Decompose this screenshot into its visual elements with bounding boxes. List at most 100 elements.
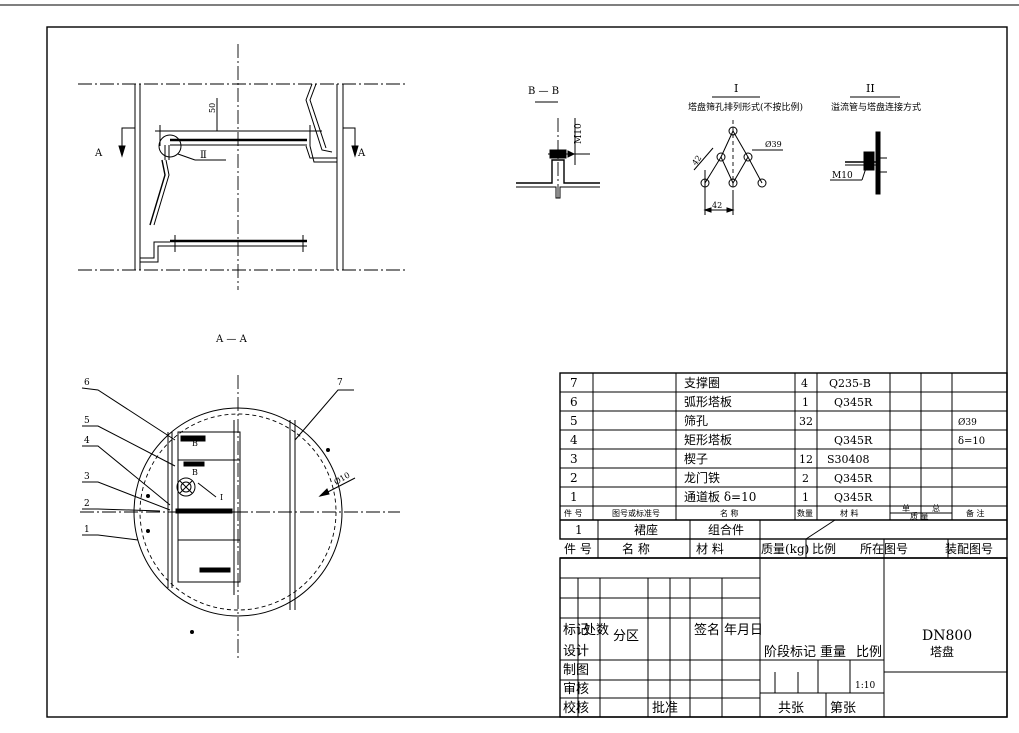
tb-row2-no: 件 号 <box>564 542 592 556</box>
bom-row: 3 楔子 12 S30408 <box>570 452 870 466</box>
rev-date: 年月日 <box>724 623 763 638</box>
bom-row: 6 弧形塔板 1 Q345R <box>570 395 873 409</box>
tb-row2-material: 材 料 <box>696 542 724 556</box>
bom-name: 弧形塔板 <box>684 395 732 409</box>
role-review: 审核 <box>563 682 589 697</box>
bom-qty: 32 <box>799 415 813 428</box>
drawing-subtitle: 塔盘 <box>930 644 954 659</box>
leader-lines <box>81 387 354 541</box>
bom-no: 2 <box>570 471 578 485</box>
bom-header-material: 材 料 <box>840 508 859 518</box>
tb-row1-no: 1 <box>575 523 583 537</box>
bom-row: 7 支撑圈 4 Q235-B <box>570 375 871 390</box>
tb-row1-name: 裙座 <box>634 522 658 537</box>
stage-mark: 阶段标记 <box>764 645 816 660</box>
bom-header-mass: 质 量 <box>910 511 929 521</box>
leader-6: 6 <box>84 378 90 388</box>
ratio-value: 1:10 <box>855 681 875 691</box>
ratio-label: 比例 <box>856 645 882 660</box>
bom-no: 7 <box>570 376 578 390</box>
bom-rows: 7 支撑圈 4 Q235-B 6 弧形塔板 1 Q345R 5 筛孔 32 Ø3… <box>570 375 985 504</box>
bom-header-no: 件 号 <box>564 508 583 518</box>
tb-row2-scale: 比例 <box>812 542 836 556</box>
weight-label: 重量 <box>820 644 846 660</box>
detail-1-label: I <box>734 82 738 95</box>
title-block-rows: 1 裙座 组合件 件 号 名 称 材 料 质量(kg) 比例 所在图号 装配图号 <box>564 522 993 556</box>
bom-row: 2 龙门铁 2 Q345R <box>570 470 873 485</box>
bom-header-unit: 单 <box>902 503 910 513</box>
aa-label: A — A <box>215 334 248 345</box>
bom-qty: 12 <box>799 453 813 466</box>
sheet-number: 第张 <box>830 701 856 716</box>
leader-5: 5 <box>84 416 90 426</box>
leader-2: 2 <box>84 499 90 509</box>
role-approve: 批准 <box>652 701 678 716</box>
rev-mark: 标记 <box>563 623 589 638</box>
bom-name: 楔子 <box>684 452 708 466</box>
leader-4: 4 <box>84 436 90 446</box>
detail-2-label: II <box>866 82 875 95</box>
bom-row: 5 筛孔 32 Ø39 <box>570 413 977 428</box>
bom-no: 3 <box>570 452 578 466</box>
bom-name: 支撑圈 <box>684 375 720 390</box>
bom-header-total: 总 <box>932 503 940 513</box>
leader-1: 1 <box>84 525 90 535</box>
bom-material: S30408 <box>827 453 870 466</box>
tb-row2-name: 名 称 <box>622 541 650 556</box>
bom-qty: 2 <box>802 472 809 485</box>
detail-1-caption: 塔盘筛孔排列形式(不按比例) <box>688 101 803 113</box>
rev-sign: 签名 <box>694 622 720 638</box>
bolt-m10-bb: M10 <box>574 123 584 144</box>
b-mark-mid: B <box>192 468 198 477</box>
bom-material: Q345R <box>834 472 873 485</box>
role-design: 设计 <box>563 644 589 659</box>
front-section-view <box>78 44 405 290</box>
rev-zone: 分区 <box>613 629 639 644</box>
detail-1-dim-42-slant: 42 <box>690 154 703 168</box>
detail-ref-1: I <box>220 493 223 502</box>
bom-table-grid <box>559 372 1008 559</box>
leader-7: 7 <box>337 378 343 388</box>
bom-row: 1 通道板 δ=10 1 Q345R <box>570 490 873 504</box>
tb-row2-assembly-no: 装配图号 <box>945 542 993 556</box>
detail-ref-2: Ⅱ <box>200 150 207 161</box>
bom-material: Q235-B <box>829 377 871 390</box>
bom-header-name: 名 称 <box>720 508 739 518</box>
dim-50: 50 <box>208 103 217 113</box>
bom-qty: 4 <box>801 377 808 390</box>
bom-header-std: 图号或标准号 <box>612 508 660 518</box>
bom-name: 通道板 δ=10 <box>684 490 756 504</box>
rev-count: 处数 <box>583 623 609 638</box>
title-block-grid <box>559 557 1008 718</box>
tb-row2-drawing-no: 所在图号 <box>860 542 908 556</box>
bom-no: 5 <box>570 414 578 428</box>
b-mark-top: B <box>192 439 198 448</box>
bom-qty: 1 <box>802 491 809 504</box>
detail-2-drawing <box>830 131 887 195</box>
view-a-right-label: A <box>357 148 366 159</box>
detail-1-dim-phi: Ø39 <box>765 140 782 149</box>
tb-row2-mass: 质量(kg) <box>761 542 809 556</box>
role-check: 校核 <box>563 700 589 716</box>
drawing-frame <box>46 26 1008 718</box>
bom-header-qty: 数量 <box>797 508 813 518</box>
view-a-left-label: A <box>94 148 103 159</box>
bom-material: Q345R <box>834 434 873 447</box>
bom-remark: Ø39 <box>958 417 977 428</box>
detail-1-dim-42-bottom: 42 <box>712 201 722 210</box>
leader-3: 3 <box>84 472 90 482</box>
bom-header: 件 号 图号或标准号 名 称 数量 材 料 单 总 质 量 备 注 <box>564 503 985 521</box>
bom-material: Q345R <box>834 491 873 504</box>
bom-no: 4 <box>570 433 578 447</box>
bom-header-remark: 备 注 <box>966 508 985 518</box>
section-b-label: B — B <box>528 86 559 97</box>
bom-name: 矩形塔板 <box>684 433 732 447</box>
title-area: 阶段标记 重量 比例 1:10 共张 第张 DN800 塔盘 <box>764 628 972 716</box>
bom-material: Q345R <box>834 396 873 409</box>
plan-view <box>80 375 400 660</box>
bom-no: 6 <box>570 395 578 409</box>
tb-row1-material: 组合件 <box>708 522 744 537</box>
bom-no: 1 <box>570 490 578 504</box>
